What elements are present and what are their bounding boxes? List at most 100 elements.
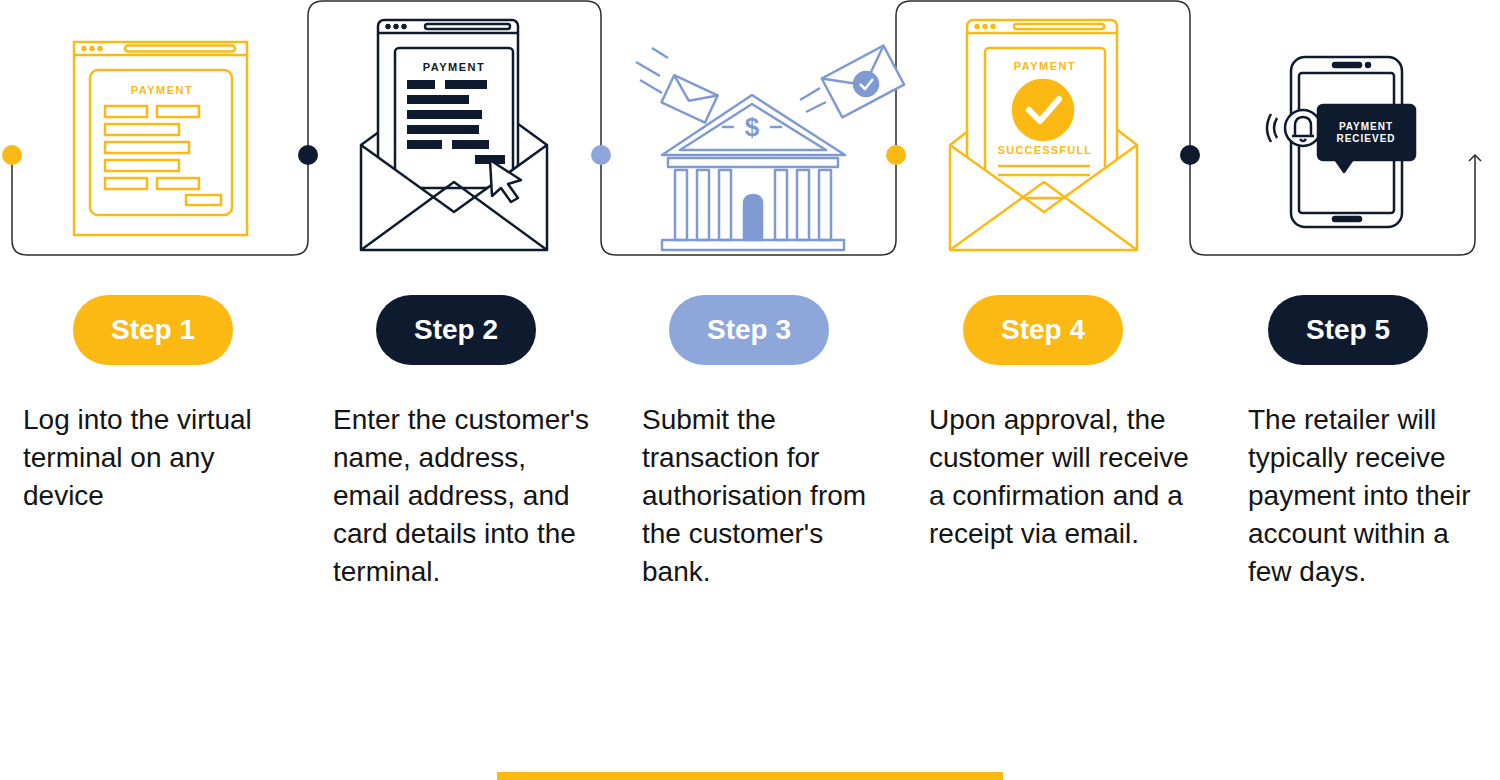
email-form-icon: [378, 32, 518, 35]
payment-form-icon: [105, 142, 189, 153]
success-email-icon: [998, 174, 1090, 177]
payment-form-icon: [186, 195, 221, 205]
email-form-icon: [361, 182, 547, 250]
payment-form-icon: [157, 106, 199, 117]
email-form-icon: [403, 25, 406, 28]
email-form-icon: [407, 140, 442, 149]
payment-form-icon: [90, 70, 232, 215]
bank-icon: [860, 79, 873, 89]
payment-form-icon: [74, 42, 247, 235]
bank-icon: [819, 170, 831, 240]
bank-icon: [636, 62, 660, 76]
payment-form-icon: [157, 178, 199, 189]
phone-notification-icon: [1292, 117, 1314, 141]
bank-icon: [775, 170, 787, 240]
flow-dot: [1180, 145, 1200, 165]
bank-icon: [806, 102, 826, 112]
bank-icon: [652, 48, 668, 58]
step-pill: Step 5The retailer will typically receiv…: [1268, 295, 1428, 365]
email-form-icon: [361, 145, 547, 250]
bank-icon: [697, 170, 709, 240]
email-form-icon: [407, 80, 505, 164]
step-label: Step 3: [707, 314, 791, 346]
flow-dot: [591, 145, 611, 165]
success-email-icon: [950, 20, 1137, 250]
email-form-icon: [425, 24, 510, 29]
success-email-icon: [1014, 24, 1104, 29]
step-pill: Step 4Upon approval, the customer will r…: [963, 295, 1123, 365]
email-form-icon: [490, 160, 521, 202]
success-email-icon: [967, 20, 1117, 198]
step-label: Step 1: [111, 314, 195, 346]
flow-dot: [2, 145, 22, 165]
payment-form-icon: [74, 54, 247, 57]
phone-notification-icon: [1333, 63, 1361, 67]
success-email-icon: [950, 145, 1137, 250]
success-email-icon: [1013, 80, 1073, 140]
email-form-icon: [387, 25, 390, 28]
payment-form-icon: [125, 46, 235, 52]
email-form-icon: [445, 80, 487, 89]
step-description: Upon approval, the customer will receive…: [929, 401, 1201, 553]
success-email-icon: [992, 25, 995, 28]
step-description: The retailer will typically receive paym…: [1248, 401, 1500, 591]
bank-icon: [770, 126, 782, 129]
status-label: SUCCESSFULL: [988, 144, 1103, 157]
bank-icon: [822, 46, 896, 102]
bank-icon: [640, 80, 662, 93]
payment-form-icon: [83, 47, 86, 50]
step-pill: Step 2Enter the customer's name, address…: [376, 295, 536, 365]
step-label: Step 2: [414, 314, 498, 346]
email-form-icon: [407, 110, 482, 119]
screen-label: PAYMENT: [990, 60, 1100, 73]
bank-icon: [854, 72, 878, 96]
step-description: Log into the virtual terminal on any dev…: [23, 401, 259, 515]
bank-icon: [667, 75, 718, 111]
email-form-icon: [407, 95, 469, 104]
step-label: Step 5: [1306, 314, 1390, 346]
screen-label: PAYMENT: [399, 61, 509, 74]
bank-icon: [661, 75, 717, 122]
currency-symbol: $: [737, 112, 767, 143]
phone-notification-icon: [1267, 57, 1415, 227]
success-email-icon: [1029, 99, 1059, 121]
step-pill: Step 3Submit the transaction for authori…: [669, 295, 829, 365]
flow-line: [12, 1, 1481, 255]
payment-form-icon: [105, 106, 147, 117]
phone-notification-icon: [1267, 114, 1277, 142]
payment-form-icon: [105, 178, 147, 189]
success-email-icon: [985, 48, 1105, 198]
success-email-icon: [998, 165, 1090, 168]
phone-notification-icon: [1318, 105, 1415, 160]
phone-notification-icon: [1366, 63, 1370, 67]
accent-bar: [497, 772, 1003, 780]
step-label: Step 4: [1001, 314, 1085, 346]
screen-label: PAYMENT: [102, 84, 222, 97]
phone-notification-icon: [1333, 217, 1361, 221]
phone-notification-icon: [1335, 159, 1353, 172]
notification-text: PAYMENT RECIEVED: [1326, 121, 1406, 145]
email-form-icon: [407, 125, 479, 134]
bank-icon: [722, 126, 734, 129]
payment-form-icon: [99, 47, 102, 50]
email-form-icon: [361, 20, 547, 250]
payment-form-icon: [105, 160, 179, 171]
bank-icon: [668, 158, 838, 167]
success-email-icon: [967, 32, 1117, 35]
flow-dot: [298, 145, 318, 165]
flow-dot: [886, 145, 906, 165]
flow-line: [1469, 155, 1481, 161]
bank-icon: [661, 75, 717, 122]
payment-form-icon: [105, 124, 179, 135]
email-form-icon: [452, 140, 489, 149]
bank-icon: [822, 46, 904, 118]
email-form-icon: [407, 80, 435, 89]
bank-icon: [719, 170, 731, 240]
step-description: Enter the customer's name, address, emai…: [333, 401, 595, 591]
bank-icon: [822, 46, 904, 118]
payment-form-icon: [74, 42, 247, 235]
bank-icon: [636, 46, 904, 250]
step-pill: Step 1Log into the virtual terminal on a…: [73, 295, 233, 365]
bank-icon: [800, 88, 820, 100]
